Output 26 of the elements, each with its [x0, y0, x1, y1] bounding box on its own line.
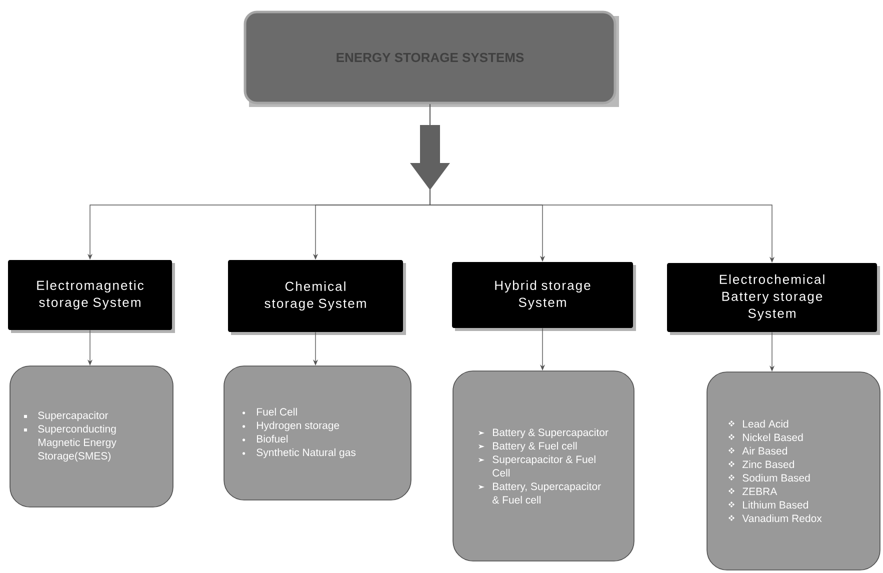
list-item: Supercapacitor & Fuel Cell	[492, 455, 596, 477]
list-item: Lead Acid	[743, 420, 788, 428]
list-item: Synthetic Natural gas	[256, 448, 356, 458]
list-box	[224, 366, 412, 500]
list-item: Supercapacitor	[38, 411, 108, 422]
list-item: Fuel Cell	[257, 408, 297, 416]
list-item: Zinc Based	[742, 460, 794, 468]
category-box: Electromagnetic storage System	[8, 260, 175, 333]
list-item: Hydrogen storage	[257, 421, 340, 432]
category-box: Hybrid storage System	[452, 262, 636, 331]
list-item: Sodium Based	[742, 474, 810, 482]
list-box	[706, 372, 880, 570]
list-item: Lithium Based	[743, 500, 808, 509]
list-box	[452, 370, 634, 562]
list-item: Battery, Supercapacitor & Fuel cell	[492, 482, 601, 504]
list-item: Superconducting Magnetic Energy Storage(SMES)	[38, 424, 116, 462]
list-item: Air Based	[742, 446, 787, 455]
list-item: Battery & Fuel cell	[493, 442, 577, 452]
list-item: Battery & Supercapacitor	[493, 428, 608, 438]
list-item: Vanadium Redox	[742, 514, 822, 522]
list-item: Nickel Based	[743, 433, 803, 442]
list-item: ZEBRA	[742, 488, 778, 495]
category-box: Electrochemical Battery storage System	[667, 263, 880, 335]
list-box	[10, 366, 174, 508]
list-item: Biofuel	[257, 434, 288, 443]
category-box: Chemical storage System	[228, 260, 406, 335]
